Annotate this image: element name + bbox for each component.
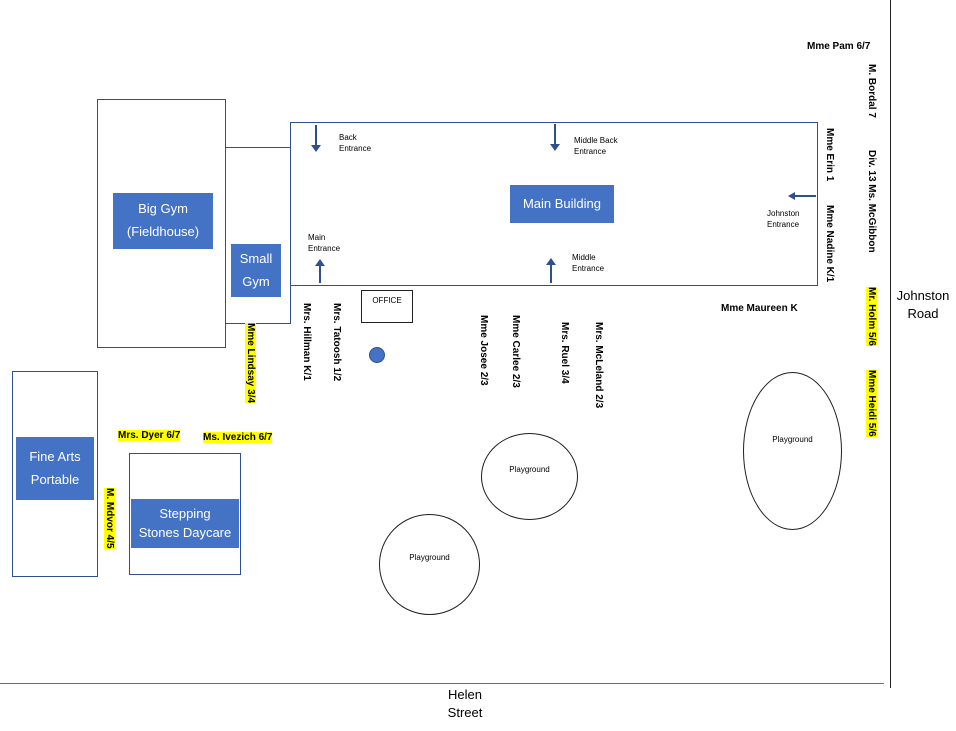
small-gym-label: Small Gym bbox=[231, 244, 281, 297]
teacher-label-carlee: Mme Carlee 2/3 bbox=[510, 315, 521, 388]
johnston-entrance-label: Johnston Entrance bbox=[767, 209, 800, 230]
main-entrance-arrowhead-icon bbox=[315, 259, 325, 266]
middle-back-entrance-arrowhead-icon bbox=[550, 144, 560, 151]
teacher-label-tatoosh: Mrs. Tatoosh 1/2 bbox=[331, 303, 342, 382]
back-entrance-label: Back Entrance bbox=[339, 133, 372, 154]
main-entrance-arrow bbox=[319, 266, 321, 283]
back-entrance-arrowhead-icon bbox=[311, 145, 321, 152]
teacher-label-josee: Mme Josee 2/3 bbox=[478, 315, 489, 386]
teacher-label-mdvor: M. Mdvor 4/5 bbox=[104, 488, 115, 549]
teacher-label-heidi: Mme Heidi 5/6 bbox=[866, 370, 877, 437]
main-building-label: Main Building bbox=[510, 185, 614, 223]
playground-label: Playground bbox=[509, 465, 550, 474]
teacher-label-holm: Mr. Holm 5/6 bbox=[866, 287, 877, 346]
main-building-outline bbox=[290, 122, 818, 286]
main-entrance-label: Main Entrance bbox=[308, 233, 341, 254]
daycare-label: Stepping Stones Daycare bbox=[131, 499, 239, 548]
playground-label: Playground bbox=[409, 553, 450, 562]
teacher-label-mcgibbon: Div. 13 Ms. McGibbon bbox=[866, 150, 877, 253]
office-marker-dot bbox=[369, 347, 385, 363]
teacher-label-mcleland: Mrs. McLeland 2/3 bbox=[593, 322, 604, 409]
small-gym-outline bbox=[225, 147, 291, 324]
playground-oval: Playground bbox=[743, 372, 842, 530]
johnston-road-line bbox=[890, 0, 891, 688]
playground-label: Playground bbox=[772, 435, 813, 444]
middle-back-entrance-arrow bbox=[554, 124, 556, 145]
daycare-outline bbox=[129, 453, 241, 575]
teacher-label-bordal: M. Bordal 7 bbox=[866, 64, 877, 118]
playground-oval: Playground bbox=[481, 433, 578, 520]
middle-entrance-arrow bbox=[550, 265, 552, 283]
teacher-label-erin: Mme Erin 1 bbox=[824, 128, 835, 182]
office-box: OFFICE bbox=[361, 290, 413, 323]
office-label: OFFICE bbox=[372, 296, 402, 305]
teacher-label-nadine: Mme Nadine K/1 bbox=[824, 205, 835, 283]
johnston-road-label: Johnston Road bbox=[896, 288, 950, 321]
middle-back-entrance-label: Middle Back Entrance bbox=[574, 136, 618, 157]
teacher-label-dyer: Mrs. Dyer 6/7 bbox=[118, 430, 181, 441]
teacher-label-lindsay: Mme Lindsay 3/4 bbox=[245, 323, 256, 404]
big-gym-label: Big Gym (Fieldhouse) bbox=[113, 193, 213, 249]
middle-entrance-arrowhead-icon bbox=[546, 258, 556, 265]
teacher-label-ruel: Mrs. Ruel 3/4 bbox=[559, 322, 570, 384]
teacher-label-ivezich: Ms. Ivezich 6/7 bbox=[203, 432, 273, 443]
playground-oval: Playground bbox=[379, 514, 480, 615]
fine-arts-portable-outline bbox=[12, 371, 98, 577]
teacher-label-pam: Mme Pam 6/7 bbox=[807, 41, 871, 52]
helen-street-label: Helen Street bbox=[447, 687, 483, 720]
middle-entrance-label: Middle Entrance bbox=[572, 253, 605, 274]
back-entrance-arrow bbox=[315, 125, 317, 146]
fine-arts-portable-label: Fine Arts Portable bbox=[16, 437, 94, 500]
helen-street-line bbox=[0, 683, 884, 684]
teacher-label-maureen: Mme Maureen K bbox=[721, 303, 798, 314]
teacher-label-hillman: Mrs. Hillman K/1 bbox=[301, 303, 312, 381]
johnston-entrance-arrow-icon bbox=[788, 192, 816, 200]
